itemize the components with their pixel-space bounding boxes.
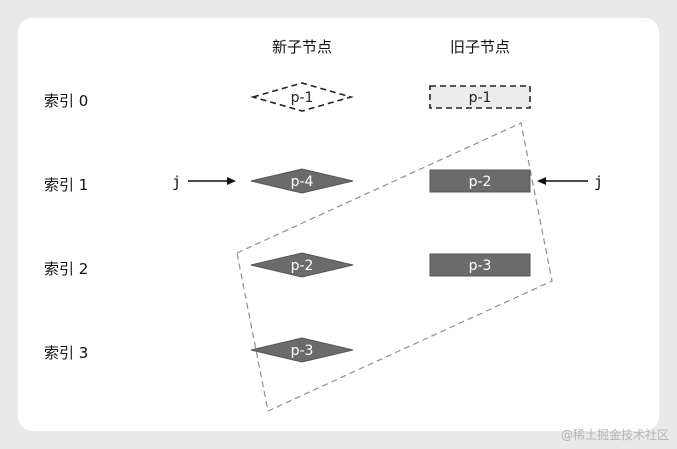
new-node-3-label: p-3	[291, 343, 314, 359]
new-node-2-label: p-2	[291, 258, 314, 274]
old-node-1-rect	[429, 169, 531, 193]
old-pointer-j-label: j	[594, 173, 603, 191]
old-node-0-rect	[429, 85, 531, 109]
new-node-0-diamond	[250, 82, 354, 112]
new-node-2-diamond	[250, 252, 354, 278]
new-pointer-arrowhead	[227, 177, 236, 185]
old-node-0-label: p-1	[469, 90, 492, 106]
row-label-1: 索引 1	[44, 176, 88, 194]
watermark: @稀土掘金技术社区	[560, 428, 669, 442]
old-node-2-rect	[429, 253, 531, 277]
old-node-2-label: p-3	[469, 258, 492, 274]
row-label-3: 索引 3	[44, 344, 88, 362]
new-pointer-j-label: j	[172, 173, 181, 191]
unprocessed-range-outline	[236, 122, 553, 412]
old-node-1-label: p-2	[469, 174, 492, 190]
new-children-header: 新子节点	[272, 38, 332, 56]
new-node-3-diamond	[250, 337, 354, 363]
old-pointer-arrowhead	[537, 177, 546, 185]
row-label-0: 索引 0	[44, 92, 88, 110]
old-children-header: 旧子节点	[450, 38, 510, 56]
new-node-0-label: p-1	[291, 90, 314, 106]
row-label-2: 索引 2	[44, 260, 88, 278]
new-node-1-label: p-4	[291, 174, 314, 190]
new-node-1-diamond	[250, 168, 354, 194]
diagram-card	[18, 18, 659, 431]
